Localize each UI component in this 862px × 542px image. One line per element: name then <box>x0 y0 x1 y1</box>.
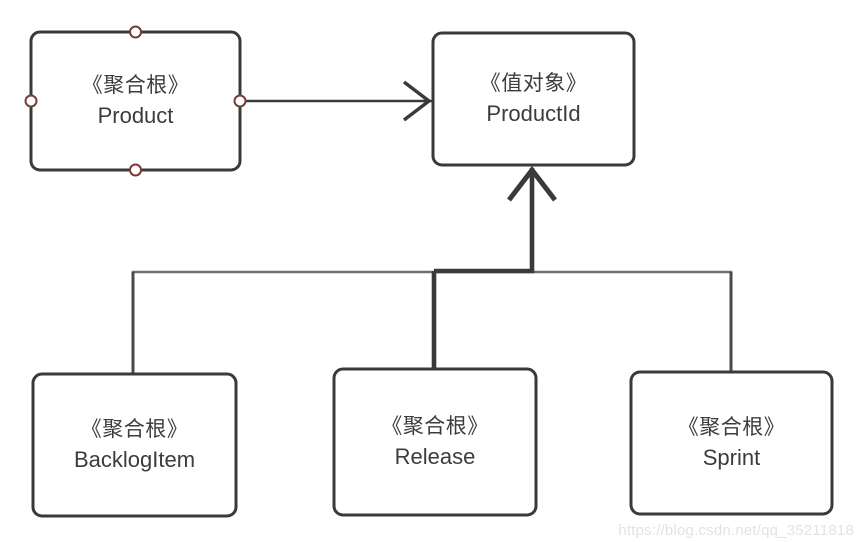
edge-bus-to-productid-arrowhead <box>507 165 557 202</box>
port-handle-product-left[interactable] <box>24 94 38 108</box>
edge-product-to-productid-arrowhead <box>402 80 432 122</box>
edge-product-to-productid[interactable] <box>240 80 433 122</box>
port-handle-product-right[interactable] <box>233 94 247 108</box>
port-handle-product-top[interactable] <box>129 25 142 39</box>
node-sprint-box[interactable] <box>629 370 834 516</box>
edge-bus-to-productid[interactable] <box>434 165 557 274</box>
node-productid-box[interactable] <box>431 31 636 167</box>
port-handle-product-bottom[interactable] <box>129 163 142 177</box>
node-release-box[interactable] <box>332 367 538 517</box>
node-backlogitem-box[interactable] <box>31 372 238 518</box>
node-product-box[interactable] <box>29 30 242 172</box>
edge-bus-to-productid-line <box>434 168 535 274</box>
watermark-text: https://blog.csdn.net/qq_35211818 <box>618 522 854 539</box>
